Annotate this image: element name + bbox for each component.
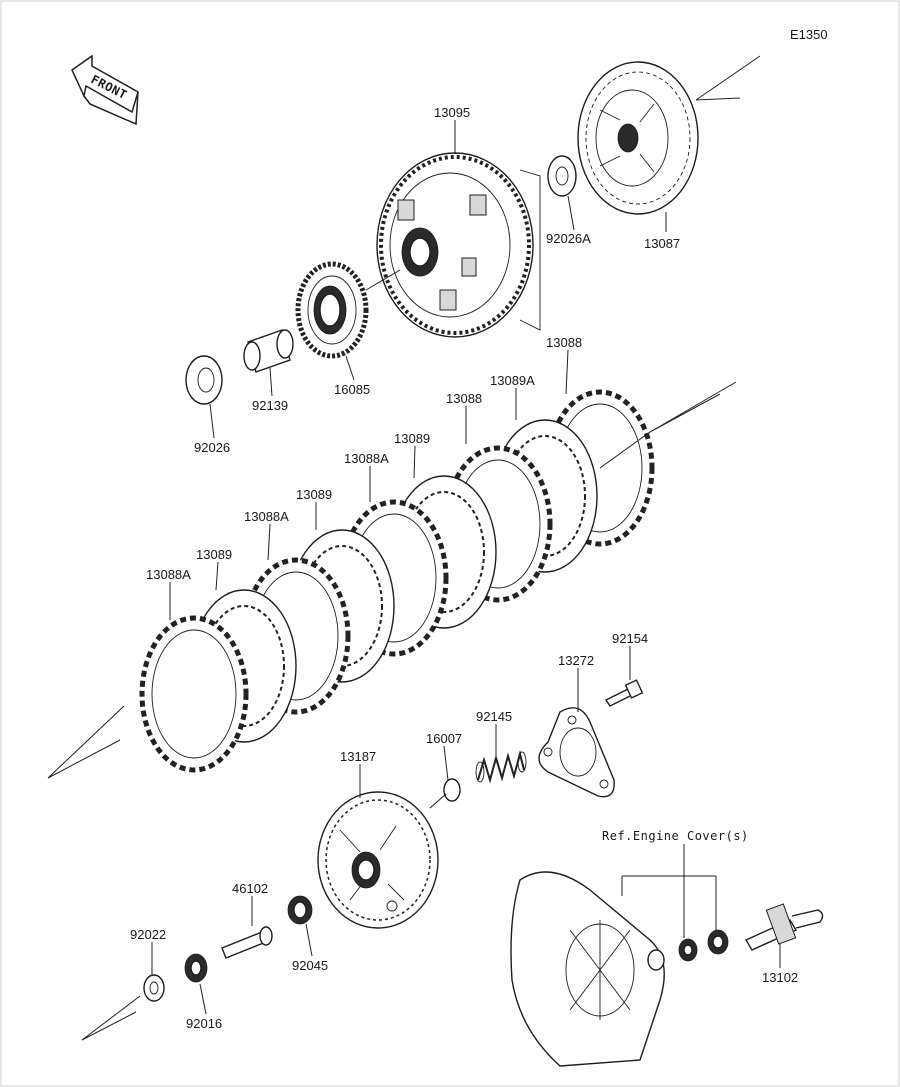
label-16007: 16007: [426, 731, 462, 746]
engine-cover-ref: [510, 871, 665, 1067]
part-92045-bearing: [287, 895, 313, 925]
plates-stack: [139, 389, 655, 773]
label-13089-c: 13089: [196, 547, 232, 562]
label-13088A-c: 13088A: [146, 567, 191, 582]
label-13102: 13102: [762, 970, 798, 985]
label-13087: 13087: [644, 236, 680, 251]
part-13102-release-shaft: [744, 903, 824, 951]
label-92154: 92154: [612, 631, 648, 646]
label-92026: 92026: [194, 440, 230, 455]
part-13272-lifter-plate: [538, 707, 615, 798]
label-92145: 92145: [476, 709, 512, 724]
ref-engine-cover-note: Ref.Engine Cover(s): [602, 829, 749, 843]
shaft-line: [365, 269, 401, 291]
label-13088A-b: 13088A: [244, 509, 289, 524]
part-13187-pressure-plate: [317, 791, 439, 929]
part-13087-clutch-housing: [577, 61, 699, 215]
axis-arrow-mid-top: [649, 381, 737, 433]
label-92022: 92022: [130, 927, 166, 942]
part-92016-nut: [184, 953, 208, 983]
plate-13088A-c: [139, 615, 249, 773]
label-13089-a: 13089: [394, 431, 430, 446]
part-92022-washer: [143, 974, 165, 1002]
label-13088-mid: 13088: [446, 391, 482, 406]
cover-seal-2: [707, 929, 729, 955]
part-46102-pushrod: [221, 926, 273, 959]
label-13088A-a: 13088A: [344, 451, 389, 466]
part-92026-washer: [185, 355, 223, 405]
label-13088-top: 13088: [546, 335, 582, 350]
label-13272: 13272: [558, 653, 594, 668]
part-labels: 13095 13087 92026A 16085 92139 92026 130…: [130, 105, 798, 1031]
label-92026A: 92026A: [546, 231, 591, 246]
leader-lines: [151, 120, 781, 1015]
label-13187: 13187: [340, 749, 376, 764]
axis-arrow-bottom: [81, 995, 141, 1041]
axis-arrow-mid-bottom: [47, 705, 125, 779]
label-92139: 92139: [252, 398, 288, 413]
label-92045: 92045: [292, 958, 328, 973]
part-92026A-washer: [547, 155, 577, 197]
label-13095: 13095: [434, 105, 470, 120]
part-16085-gear: [295, 261, 369, 359]
part-16007-circlip: [443, 778, 461, 802]
label-13089-b: 13089: [296, 487, 332, 502]
front-arrow-icon: FRONT: [71, 54, 139, 126]
part-13095-clutch-gear-housing: [376, 152, 541, 338]
label-46102: 46102: [232, 881, 268, 896]
part-92145-spring: [475, 750, 527, 784]
axis-arrow-top: [695, 55, 761, 101]
part-92139-bushing: [243, 329, 294, 373]
label-92016: 92016: [186, 1016, 222, 1031]
label-16085: 16085: [334, 382, 370, 397]
cover-seal-1: [678, 938, 698, 962]
part-92154-bolt: [604, 679, 644, 707]
diagram-code: E1350: [790, 27, 828, 42]
axis-line-mid-top: [599, 431, 651, 469]
axis-line-spring: [429, 793, 447, 809]
label-13089A: 13089A: [490, 373, 535, 388]
